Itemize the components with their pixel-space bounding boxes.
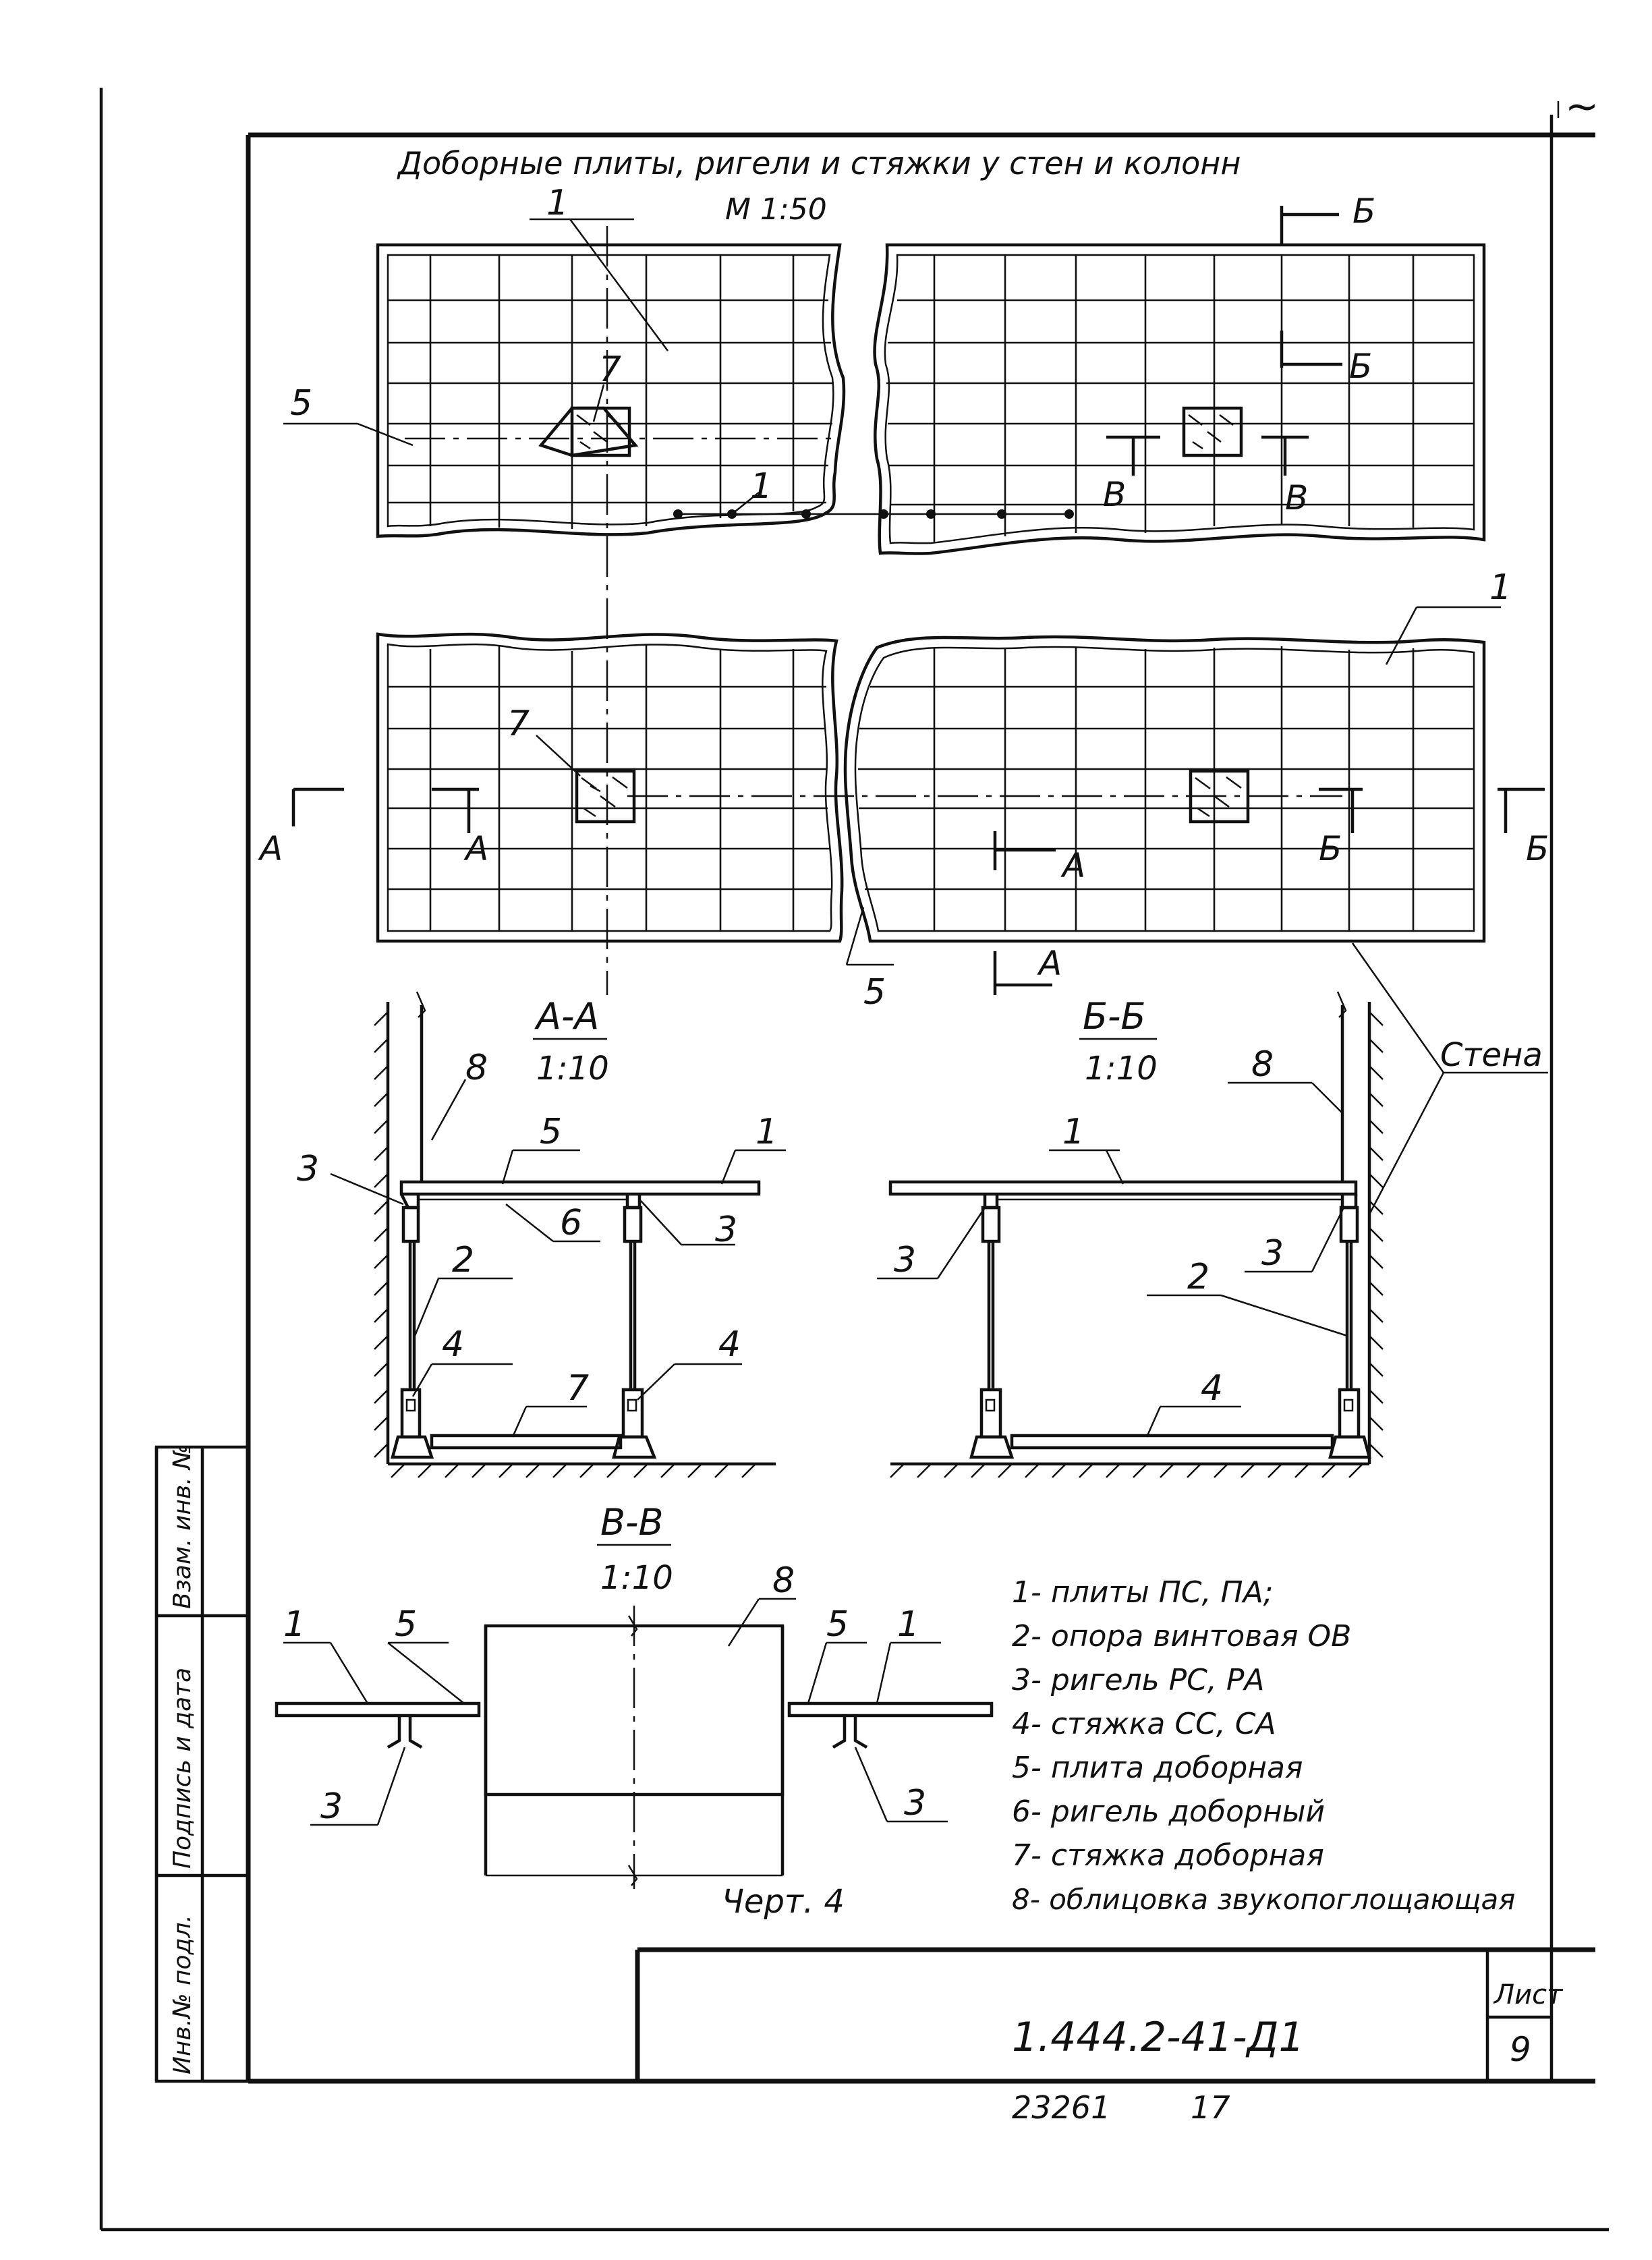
section-aa-drawing bbox=[374, 991, 776, 1478]
callout-4-aa-right: 4 bbox=[718, 1324, 741, 1365]
side-stamp-replacement: Взам. инв. № bbox=[169, 1444, 196, 1609]
callout-6-aa: 6 bbox=[560, 1203, 582, 1243]
drawing-number: Черт. 4 bbox=[722, 1883, 845, 1921]
callout-8-vv: 8 bbox=[772, 1560, 795, 1601]
plan-panel-bottom-right bbox=[843, 635, 1486, 943]
plan-callouts: 1 5 7 1 1 7 5 bbox=[283, 183, 1512, 1013]
section-markers: А А А А Б Б Б Б В В bbox=[258, 192, 1549, 995]
callout-7-aa: 7 bbox=[567, 1368, 589, 1409]
callout-2-bb: 2 bbox=[1187, 1257, 1209, 1297]
plan-panel-top-right bbox=[873, 243, 1486, 555]
cut-v-left: В bbox=[1103, 475, 1126, 514]
wall-label: Стена bbox=[1440, 1036, 1543, 1074]
callout-1-vv-right: 1 bbox=[897, 1604, 919, 1645]
callout-5-aa: 5 bbox=[540, 1112, 562, 1152]
title-block bbox=[635, 1947, 1595, 2081]
callout-1-plan-mid: 1 bbox=[750, 466, 772, 507]
section-vv-label: В-В bbox=[600, 1501, 664, 1544]
corner-mark: ~ bbox=[1565, 83, 1599, 130]
cut-v-right: В bbox=[1285, 478, 1308, 517]
callout-1-aa: 1 bbox=[756, 1112, 778, 1152]
callout-5-plan-left: 5 bbox=[290, 383, 312, 424]
wall-callout: Стена bbox=[1351, 942, 1548, 1215]
callout-8-aa: 8 bbox=[465, 1048, 488, 1088]
callout-3-aa-right: 3 bbox=[715, 1210, 737, 1250]
section-aa-callouts: 8 5 1 3 6 3 2 4 7 4 bbox=[297, 1048, 786, 1438]
callout-3-vv-right: 3 bbox=[904, 1783, 926, 1824]
inventory-number: 23261 bbox=[1012, 2089, 1110, 2126]
callout-3-bb-right: 3 bbox=[1261, 1233, 1284, 1274]
legend-item-7: 7- стяжка доборная bbox=[1012, 1838, 1324, 1873]
callout-8-bb: 8 bbox=[1251, 1044, 1274, 1085]
callout-1-plan-right: 1 bbox=[1489, 567, 1512, 608]
cut-a-left-outer: А bbox=[258, 829, 283, 868]
column-plan-bl bbox=[575, 769, 636, 824]
plan-panel-bottom-left bbox=[376, 632, 844, 943]
plate-row-marker bbox=[673, 509, 1074, 519]
callout-3-vv-left: 3 bbox=[320, 1786, 343, 1827]
callout-7-plan-bottom: 7 bbox=[507, 704, 530, 744]
column-plan-tl bbox=[538, 406, 639, 457]
legend-item-5: 5- плита доборная bbox=[1012, 1751, 1303, 1785]
legend-item-8: 8- облицовка звукопоглощающая bbox=[1012, 1883, 1515, 1916]
axis-lines bbox=[405, 226, 1342, 995]
callout-4-bb: 4 bbox=[1201, 1368, 1223, 1409]
callout-1-vv-left: 1 bbox=[283, 1604, 306, 1645]
callout-2-aa: 2 bbox=[452, 1240, 474, 1280]
cut-b-bottom-inner: Б bbox=[1319, 829, 1342, 868]
section-vv-scale: 1:10 bbox=[600, 1559, 673, 1597]
plan-panel-top-left bbox=[376, 243, 846, 538]
callout-3-aa-left: 3 bbox=[297, 1149, 319, 1189]
document-code: 1.444.2-41-Д1 bbox=[1012, 2014, 1305, 2061]
section-aa-scale: 1:10 bbox=[536, 1050, 609, 1087]
column-plan-tr bbox=[1182, 406, 1243, 457]
section-aa-label: А-А bbox=[534, 995, 599, 1038]
section-bb-label: Б-Б bbox=[1083, 995, 1146, 1038]
side-stamp-signature: Подпись и дата bbox=[169, 1668, 196, 1869]
legend: 1- плиты ПС, ПА; 2- опора винтовая ОВ 3-… bbox=[1012, 1575, 1515, 1916]
legend-item-4: 4- стяжка СС, СА bbox=[1012, 1707, 1276, 1741]
callout-1-bb: 1 bbox=[1062, 1112, 1085, 1152]
callout-1-plan-top: 1 bbox=[546, 183, 569, 223]
cut-b-top-outer: Б bbox=[1352, 192, 1375, 231]
sheet-number: 9 bbox=[1510, 2030, 1531, 2069]
callout-5-vv-left: 5 bbox=[395, 1604, 417, 1645]
plan-scale: М 1:50 bbox=[725, 192, 827, 227]
page-title: Доборные плиты, ригели и стяжки у стен и… bbox=[397, 145, 1241, 181]
side-stamp-inventory: Инв.№ подл. bbox=[169, 1915, 196, 2074]
section-bb-scale: 1:10 bbox=[1085, 1050, 1158, 1087]
sheet-label: Лист bbox=[1493, 1979, 1564, 2010]
callout-7-plan-top: 7 bbox=[599, 349, 621, 390]
section-vv-drawing bbox=[275, 1606, 994, 1889]
callout-3-bb-left: 3 bbox=[894, 1240, 916, 1280]
section-bb-drawing bbox=[888, 991, 1384, 1478]
cut-a-bottom-top: А bbox=[1060, 846, 1085, 885]
callout-5-plan-bottom: 5 bbox=[863, 972, 886, 1013]
cut-a-left-inner: А bbox=[463, 829, 488, 868]
cut-b-bottom-outer: Б bbox=[1526, 829, 1549, 868]
callout-5-vv-right: 5 bbox=[826, 1604, 849, 1645]
section-bb-callouts: 8 1 3 3 2 4 bbox=[877, 1044, 1348, 1438]
legend-item-6: 6- ригель доборный bbox=[1012, 1795, 1325, 1829]
legend-item-2: 2- опора винтовая ОВ bbox=[1012, 1619, 1351, 1654]
cut-b-top-inner: Б bbox=[1349, 347, 1372, 386]
page-number: 17 bbox=[1191, 2089, 1230, 2126]
legend-item-1: 1- плиты ПС, ПА; bbox=[1012, 1575, 1274, 1610]
cut-a-bottom-bottom: А bbox=[1037, 944, 1062, 983]
callout-4-aa-left: 4 bbox=[442, 1324, 464, 1365]
legend-item-3: 3- ригель РС, РА bbox=[1012, 1663, 1264, 1697]
side-stamp bbox=[154, 1445, 250, 2083]
section-vv-callouts: 1 5 8 5 1 3 3 bbox=[283, 1560, 948, 1827]
